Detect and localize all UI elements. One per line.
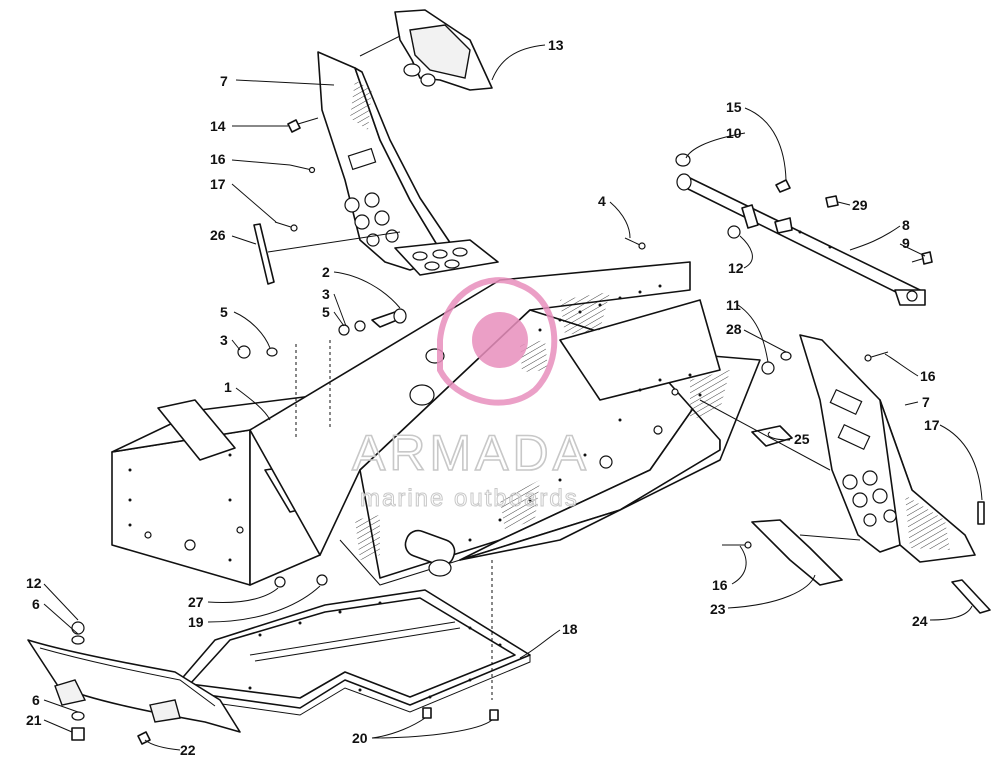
callout-2: 2 [322, 264, 330, 280]
callout-3: 3 [322, 286, 330, 302]
callout-20: 20 [352, 730, 368, 746]
callout-3: 3 [220, 332, 228, 348]
callout-4: 4 [598, 193, 606, 209]
callout-17: 17 [924, 417, 940, 433]
callout-21: 21 [26, 712, 42, 728]
callout-16: 16 [920, 368, 936, 384]
callout-10: 10 [726, 125, 742, 141]
callout-15: 15 [726, 99, 742, 115]
steering-support-right [799, 334, 976, 563]
watermark-logo [437, 277, 558, 406]
callout-25: 25 [794, 431, 810, 447]
front-skid-plate [27, 639, 241, 733]
callout-18: 18 [562, 621, 578, 637]
callout-22: 22 [180, 742, 196, 758]
belly-pan [171, 589, 531, 716]
steering-shaft [676, 173, 926, 306]
steering-bracket [394, 9, 493, 91]
watermark: ARMADA marine outboards [351, 277, 590, 513]
callout-8: 8 [902, 217, 910, 233]
callout-14: 14 [210, 118, 226, 134]
watermark-tagline: marine outboards [360, 485, 579, 512]
callout-12: 12 [728, 260, 744, 276]
callout-9: 9 [902, 235, 910, 251]
callout-13: 13 [548, 37, 564, 53]
steering-support-left [317, 51, 499, 276]
callout-5: 5 [322, 304, 330, 320]
watermark-brand: ARMADA [352, 425, 590, 481]
callout-27: 27 [188, 594, 204, 610]
callout-6: 6 [32, 596, 40, 612]
callout-16: 16 [210, 151, 226, 167]
callout-labels: 13 7 14 16 17 26 2 3 5 5 3 1 4 15 10 29 … [26, 37, 940, 758]
callout-23: 23 [710, 601, 726, 617]
main-frame [111, 261, 761, 586]
leader-lines [43, 35, 983, 751]
hardware [71, 117, 991, 745]
callout-24: 24 [912, 613, 928, 629]
callout-12: 12 [26, 575, 42, 591]
callout-1: 1 [224, 379, 232, 395]
callout-7: 7 [922, 394, 930, 410]
callout-11: 11 [726, 297, 741, 313]
callout-5: 5 [220, 304, 228, 320]
callout-17: 17 [210, 176, 226, 192]
callout-19: 19 [188, 614, 204, 630]
callout-28: 28 [726, 321, 742, 337]
callout-7: 7 [220, 73, 228, 89]
callout-26: 26 [210, 227, 226, 243]
callout-29: 29 [852, 197, 868, 213]
callout-16: 16 [712, 577, 728, 593]
callout-6: 6 [32, 692, 40, 708]
